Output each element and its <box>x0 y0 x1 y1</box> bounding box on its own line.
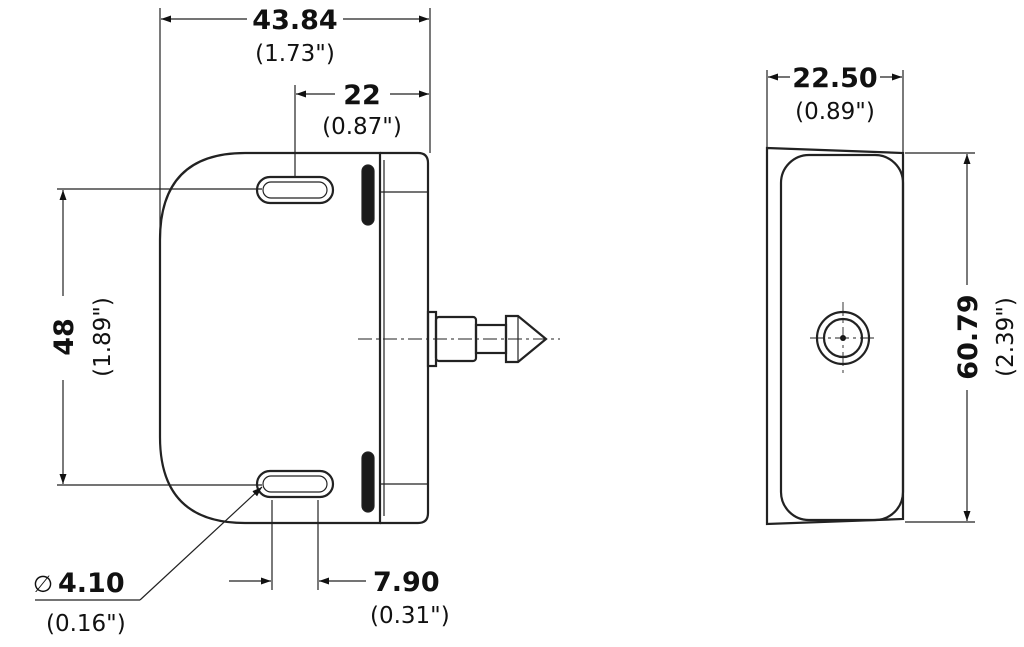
front-body-outline <box>158 151 382 525</box>
front-flange-outline <box>380 151 430 525</box>
dim-width-total-imperial: (1.73") <box>255 41 335 67</box>
dim-slot-offset-value: 22 <box>343 80 381 111</box>
dim-hole-diameter-symbol: ∅ <box>33 572 53 598</box>
dim-slot-length-value: 7.90 <box>373 567 440 598</box>
dim-slot-pitch-imperial: (1.89") <box>90 297 116 377</box>
dim-side-height-imperial: (2.39") <box>993 297 1019 377</box>
side-body-outline <box>765 146 905 526</box>
side-face-recess <box>779 153 905 522</box>
dim-leader-hole-diameter <box>139 486 263 601</box>
dim-width-total-value: 43.84 <box>252 5 337 36</box>
dim-hole-diameter-imperial: (0.16") <box>46 611 126 637</box>
side-dimensions: 22.50 (0.89") 60.79 (2.39") <box>766 63 1019 523</box>
flange-slot-top <box>361 164 375 226</box>
dim-slot-length-imperial: (0.31") <box>370 603 450 629</box>
dim-side-height-value: 60.79 <box>953 294 984 379</box>
dim-side-width-imperial: (0.89") <box>795 99 875 125</box>
front-dimensions: 43.84 (1.73") 22 (0.87") 48 (1.89") 7.90… <box>33 5 450 637</box>
dim-hole-diameter-value: 4.10 <box>58 568 125 599</box>
mounting-slot-top <box>255 175 335 205</box>
flange-slot-bottom <box>361 451 375 513</box>
side-view <box>765 146 905 526</box>
dim-slot-pitch-value: 48 <box>49 318 80 356</box>
mounting-slot-bottom <box>255 469 335 499</box>
dim-side-width-value: 22.50 <box>792 63 877 94</box>
dim-slot-offset-imperial: (0.87") <box>322 114 402 140</box>
front-view <box>158 151 560 525</box>
